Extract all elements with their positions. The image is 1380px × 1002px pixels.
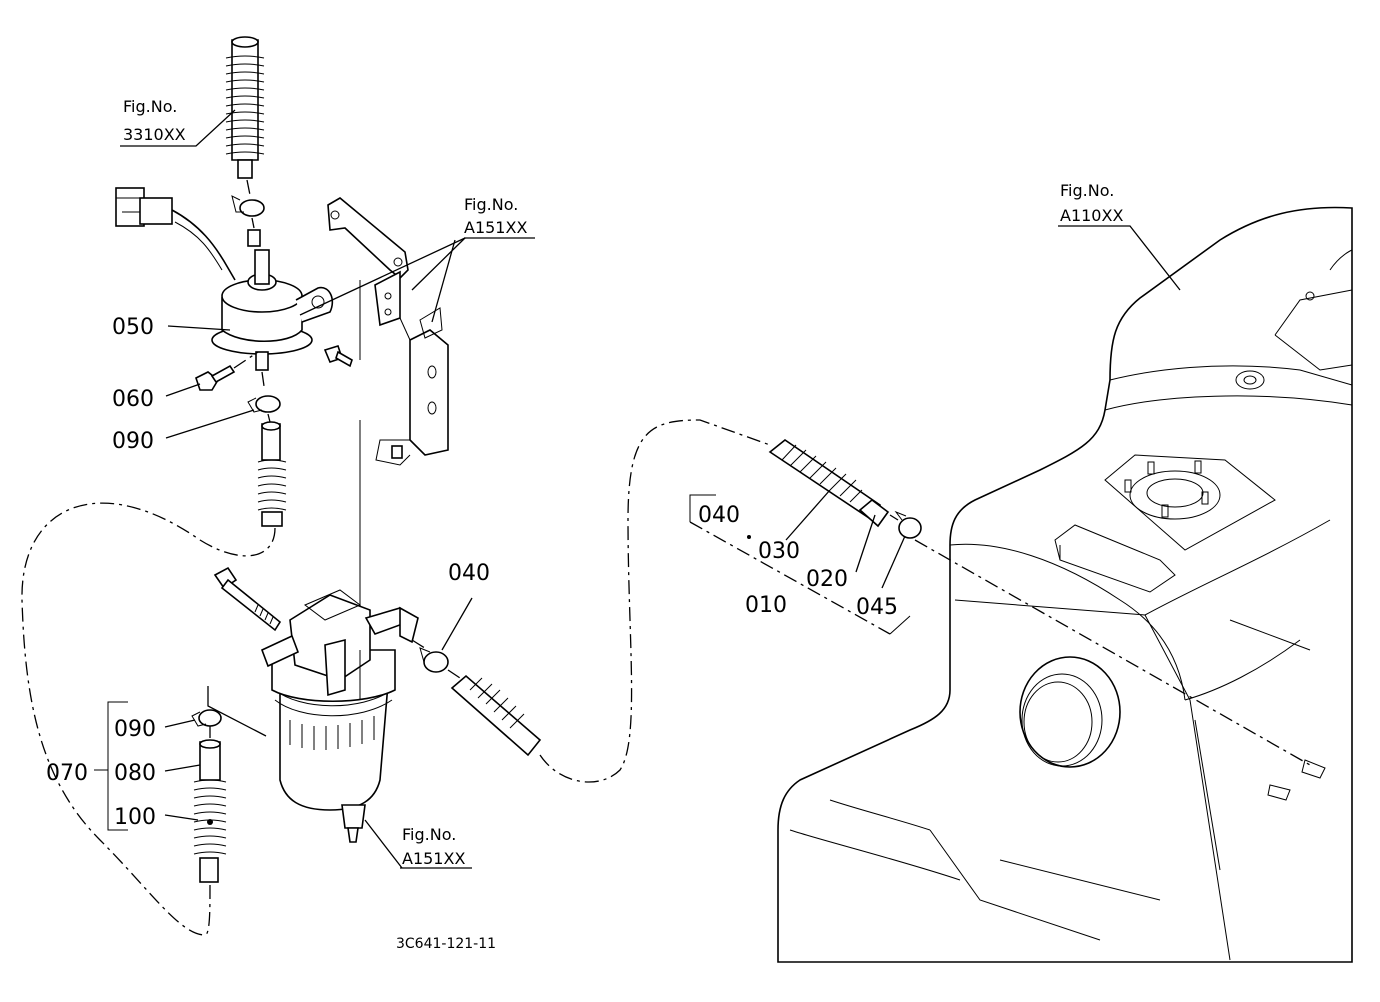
fig-ref-line1: Fig.No. bbox=[402, 825, 456, 844]
part-label-020: 020 bbox=[806, 567, 848, 592]
leader-lines bbox=[120, 109, 1181, 869]
hose-clamp-090 bbox=[247, 395, 281, 423]
group-bracket-070 bbox=[94, 701, 128, 831]
figure-ref-a151xx-bottom: Fig.No. A151XX bbox=[402, 825, 465, 868]
drawing-code: 3C641-121-11 bbox=[396, 936, 496, 952]
part-label-040-group: 040 bbox=[698, 503, 740, 528]
bolt-060 bbox=[195, 351, 259, 391]
part-label-045: 045 bbox=[856, 595, 898, 620]
hose-clamp-090-lower bbox=[191, 709, 222, 727]
figure-ref-a110xx: Fig.No. A110XX bbox=[1060, 181, 1123, 225]
hose-spring-upper bbox=[225, 55, 265, 155]
figure-ref-a151xx-top: Fig.No. A151XX bbox=[464, 195, 527, 237]
mounting-bracket bbox=[323, 197, 449, 650]
part-label-100: 100 bbox=[114, 805, 156, 830]
part-label-090-top: 090 bbox=[112, 429, 154, 454]
part-label-070: 070 bbox=[46, 761, 88, 786]
group-bracket-010 bbox=[689, 494, 911, 635]
part-label-080: 080 bbox=[114, 761, 156, 786]
part-label-010: 010 bbox=[745, 593, 787, 618]
fig-ref-line2: A151XX bbox=[464, 218, 527, 237]
fig-ref-line1: Fig.No. bbox=[1060, 181, 1114, 200]
fig-ref-line2: A110XX bbox=[1060, 206, 1123, 225]
upper-fuel-hose bbox=[225, 36, 265, 247]
part-label-090-group: 090 bbox=[114, 717, 156, 742]
fuel-tank bbox=[777, 206, 1353, 963]
fig-ref-line2: 3310XX bbox=[123, 125, 186, 144]
pump-outlet-hose bbox=[21, 421, 287, 936]
hose-assembly-010 bbox=[768, 439, 922, 539]
part-label-040-filter: 040 bbox=[448, 561, 490, 586]
fig-ref-line2: A151XX bbox=[402, 849, 465, 868]
lower-hose-070 bbox=[191, 709, 227, 936]
fig-ref-line1: Fig.No. bbox=[123, 97, 177, 116]
fuel-pump bbox=[115, 187, 334, 387]
filter-to-tank-hose bbox=[450, 419, 771, 783]
part-label-050: 050 bbox=[112, 315, 154, 340]
part-label-060: 060 bbox=[112, 387, 154, 412]
hose-clamp-top bbox=[231, 195, 265, 217]
fuel-filter bbox=[260, 589, 419, 843]
fig-ref-line1: Fig.No. bbox=[464, 195, 518, 214]
figure-ref-3310xx: Fig.No. 3310XX bbox=[123, 97, 186, 144]
hose-clamp-040 bbox=[411, 639, 461, 679]
part-label-030: 030 bbox=[758, 539, 800, 564]
filter-bolt bbox=[213, 566, 282, 632]
